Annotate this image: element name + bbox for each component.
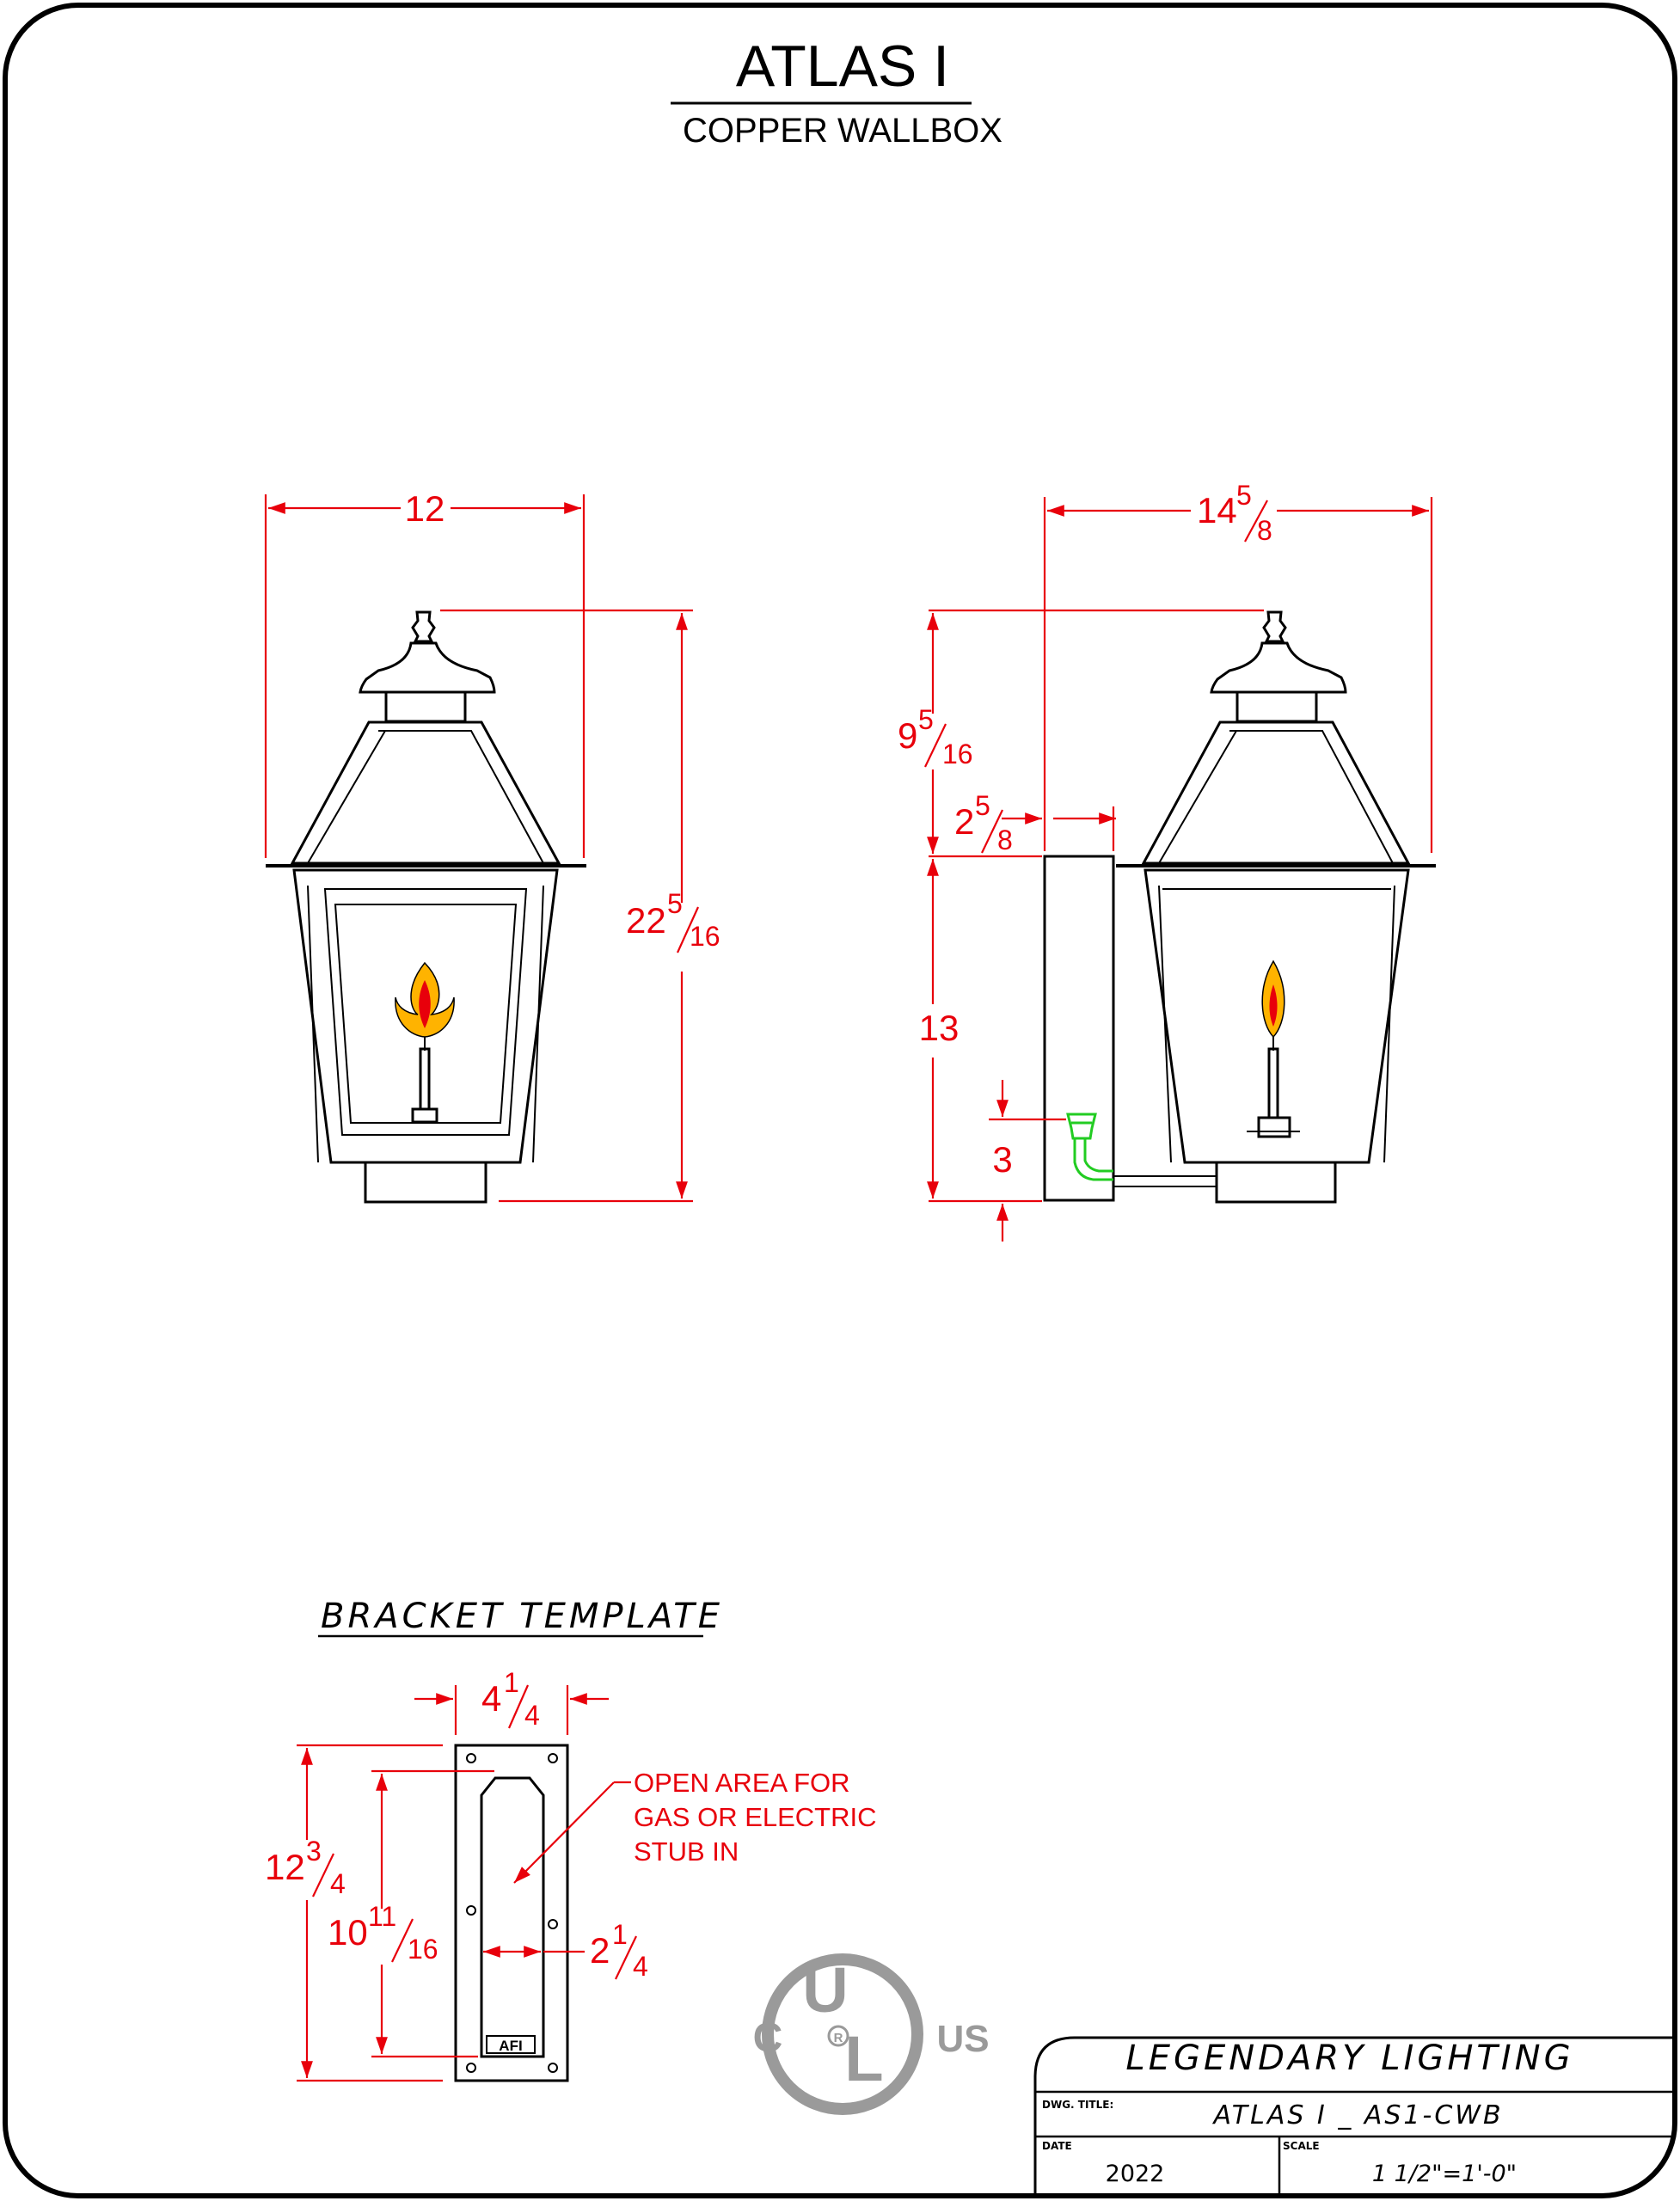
svg-text:STUB IN: STUB IN [634,1836,739,1867]
svg-text:5: 5 [918,704,934,735]
dim-box-depth: 2 5 8 [954,790,1013,855]
side-dimensions: 14 5 8 9 5 16 13 2 5 8 [898,480,1433,1242]
svg-text:12: 12 [265,1847,305,1887]
dim-side-depth: 14 5 8 [1197,480,1272,546]
svg-text:L: L [844,2023,883,2094]
svg-text:4: 4 [633,1951,648,1982]
bracket-note: OPEN AREA FOR GAS OR ELECTRIC STUB IN [634,1768,877,1867]
dim-front-height: 22 5 16 [626,888,720,953]
title-block-date-label: DATE [1042,2140,1072,2152]
svg-text:8: 8 [1257,515,1272,546]
svg-text:4: 4 [330,1868,346,1899]
dim-front-width: 12 [405,488,445,529]
page-title: ATLAS I [736,34,949,99]
svg-text:10: 10 [328,1912,368,1953]
svg-text:5: 5 [667,888,683,919]
dim-bracket-width: 4 1 4 [481,1667,540,1731]
title-block: LEGENDARY LIGHTING DWG. TITLE: ATLAS I _… [1033,2036,1675,2196]
dim-side-lower-height: 13 [919,1008,960,1048]
gas-connector-icon [1066,1113,1113,1181]
svg-text:5: 5 [975,790,990,821]
page-subtitle: COPPER WALLBOX [683,112,1002,150]
svg-text:4: 4 [481,1678,501,1719]
bracket-template: BRACKET TEMPLATE AFI [318,1597,723,2082]
svg-text:5: 5 [1236,480,1252,511]
svg-text:11: 11 [368,1901,396,1932]
dim-side-top-height: 9 5 16 [898,704,973,769]
title-block-scale-label: SCALE [1283,2140,1320,2152]
svg-text:U: U [802,1954,848,2026]
ul-certification-icon: C U L R US [753,1953,990,2115]
svg-text:US: US [936,2018,989,2060]
svg-text:9: 9 [898,715,917,756]
svg-text:1: 1 [504,1667,519,1698]
sheet-border [3,3,1677,2198]
svg-text:2: 2 [590,1930,610,1971]
bracket-dimensions: 4 1 4 12 3 4 10 11 16 2 [265,1667,877,2082]
drawing-title: ATLAS I COPPER WALLBOX [671,34,1002,150]
svg-text:8: 8 [997,825,1013,855]
title-block-scale: 1 1/2"=1'-0" [1372,2161,1517,2187]
side-view-lantern [1043,610,1436,1204]
svg-text:OPEN AREA FOR: OPEN AREA FOR [634,1768,850,1798]
svg-text:1: 1 [612,1919,628,1950]
title-block-date: 2022 [1106,2161,1165,2187]
svg-text:R: R [834,2031,843,2045]
svg-text:GAS OR ELECTRIC: GAS OR ELECTRIC [634,1802,877,1832]
bracket-plate-logo: AFI [499,2038,522,2054]
dim-bracket-opening-width: 2 1 4 [590,1919,648,1982]
svg-text:16: 16 [408,1934,438,1965]
title-block-company: LEGENDARY LIGHTING [1125,2039,1573,2078]
svg-text:14: 14 [1197,490,1237,530]
svg-text:22: 22 [626,900,666,941]
svg-text:16: 16 [942,739,973,769]
title-block-dwg-label: DWG. TITLE: [1042,2099,1113,2111]
front-view-lantern [266,610,586,1204]
front-dimensions: 12 22 5 16 [264,488,720,1203]
svg-text:16: 16 [690,921,720,952]
dim-bracket-height: 12 3 4 [265,1836,346,1899]
title-block-dwg-title: ATLAS I _ AS1-CWB [1211,2100,1503,2130]
svg-text:C: C [753,2015,783,2061]
svg-text:3: 3 [306,1836,322,1867]
svg-text:2: 2 [954,801,974,842]
dim-stub-height: 3 [992,1139,1012,1180]
bracket-heading: BRACKET TEMPLATE [321,1597,723,1636]
dim-bracket-opening-height: 10 11 16 [328,1901,438,1965]
svg-text:4: 4 [524,1700,540,1731]
